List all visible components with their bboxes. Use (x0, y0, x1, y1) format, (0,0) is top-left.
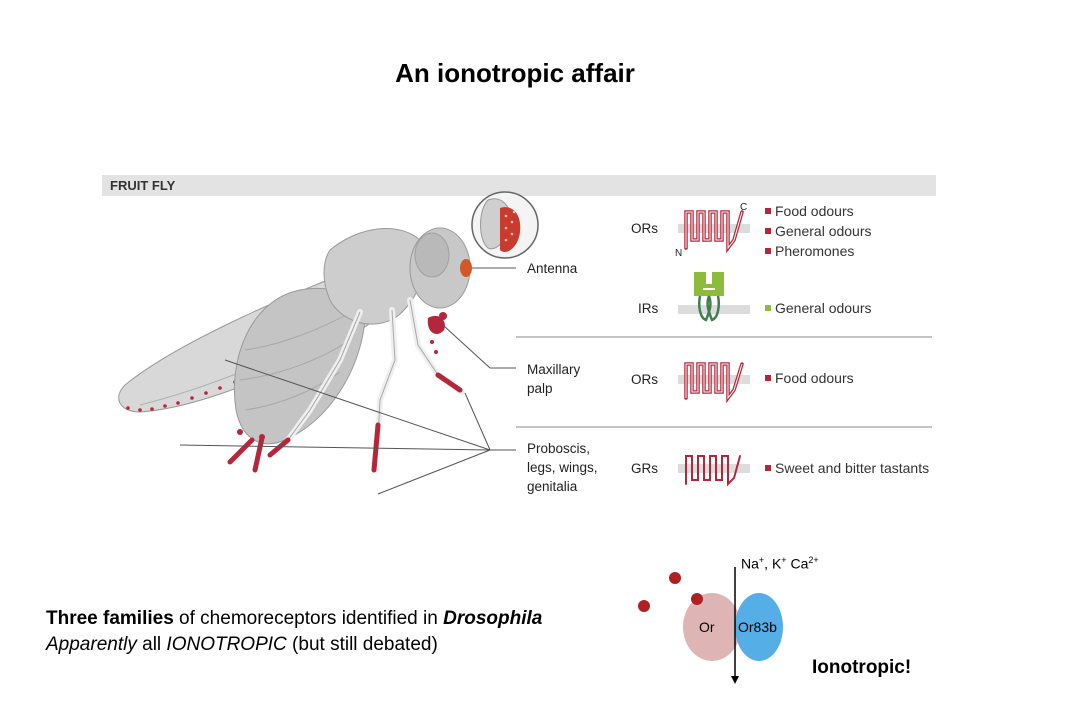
ionotropic-conclusion: Ionotropic! (812, 657, 912, 678)
figure-header: FRUIT FLY (110, 178, 176, 193)
caption-drosophila: Drosophila (443, 608, 543, 629)
figure-header-bar (102, 175, 936, 196)
n-terminus-label: N (675, 248, 682, 259)
pointer-lines (179, 267, 516, 495)
region-label-genitalia: genitalia (527, 479, 578, 494)
receptor-label-irs: IRs (638, 301, 659, 316)
legend-antenna-general: General odours (775, 223, 872, 239)
ir-receptor-icon (694, 272, 724, 322)
or-orco-schematic: Or Or83b (638, 567, 783, 684)
region-label-maxillary: Maxillary (527, 362, 581, 377)
ion-k-charge: + (781, 555, 787, 565)
slide-title: An ionotropic affair (395, 58, 635, 88)
caption-ionotropic: IONOTROPIC (166, 634, 287, 655)
region-label-palp: palp (527, 381, 553, 396)
receptor-label-grs: GRs (631, 461, 658, 476)
legend-antenna-food: Food odours (775, 203, 854, 219)
or-subunit-label: Or (699, 619, 715, 635)
caption-line-1: Three families of chemoreceptors identif… (46, 606, 542, 632)
legend-irs-general: General odours (775, 300, 872, 316)
orco-subunit (735, 593, 783, 661)
membrane-bars (678, 224, 750, 473)
ion-ca: Ca (786, 555, 809, 572)
region-label-antenna: Antenna (527, 261, 578, 276)
or-receptor-antenna-inner (685, 211, 743, 250)
ion-k: , K (764, 555, 782, 572)
receptor-label-ors-antenna: ORs (631, 221, 658, 236)
slide-caption: Three families of chemoreceptors identif… (46, 606, 542, 658)
odorant-molecule (638, 600, 650, 612)
or-subunit (683, 593, 741, 661)
antenna-zoom (471, 191, 539, 259)
ion-ca-charge: 2+ (808, 555, 819, 565)
legend-palp-food: Food odours (775, 370, 854, 386)
region-label-proboscis: Proboscis, (527, 441, 590, 456)
region-label-legs-wings: legs, wings, (527, 460, 598, 475)
odorant-molecule (691, 593, 703, 605)
fly-antenna-mark (460, 259, 472, 277)
fly-thorax (323, 228, 426, 325)
caption-line-2: Apparently all IONOTROPIC (but still deb… (46, 632, 542, 658)
ion-na-charge: + (758, 555, 765, 565)
orco-subunit-label: Or83b (738, 619, 777, 635)
receptor-label-ors-palp: ORs (631, 372, 658, 387)
caption-text: of chemoreceptors identified in (173, 608, 444, 629)
legend-grs-tastants: Sweet and bitter tastants (775, 460, 929, 476)
caption-text: (but still debated) (286, 634, 438, 655)
ion-species-label: Na+, K+ Ca2+ (741, 555, 819, 572)
gr-receptor-icon (685, 455, 741, 487)
ion-na: Na (741, 555, 759, 572)
fly-palp-mark (427, 315, 445, 334)
or-receptor-palp-inner (685, 363, 743, 400)
odorant-molecule (669, 572, 681, 584)
fly-illustration (118, 227, 472, 473)
legend-antenna-pheromones: Pheromones (775, 243, 854, 259)
caption-three-families: Three families (46, 608, 174, 629)
legend-markers (765, 208, 771, 471)
caption-apparently: Apparently (46, 634, 137, 655)
caption-text: all (136, 634, 167, 655)
c-terminus-label: C (740, 202, 747, 213)
